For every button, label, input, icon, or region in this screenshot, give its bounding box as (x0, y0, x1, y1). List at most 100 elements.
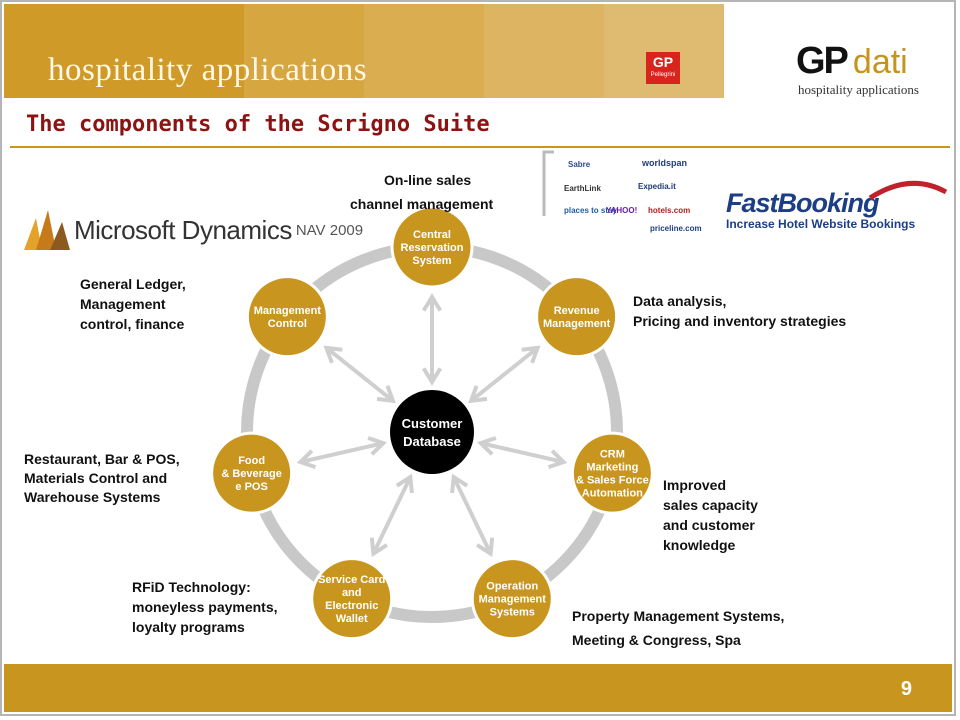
component-label: CRM (600, 449, 625, 461)
component-label: and (342, 587, 362, 599)
arrow-head-icon (369, 537, 388, 558)
component-label: Electronic (325, 600, 378, 612)
page-title: The components of the Scrigno Suite (26, 112, 490, 137)
arrow-head-icon (376, 385, 396, 404)
label-rfid-2: moneyless payments, (132, 599, 278, 615)
channel-bracket-icon (542, 150, 554, 216)
badge-bottom: Pellegrini (650, 72, 676, 78)
arrow-head-icon (547, 449, 568, 470)
label-improved-1: Improved (663, 477, 727, 493)
logo-subtitle: hospitality applications (798, 82, 919, 97)
fastbooking-tagline: Increase Hotel Website Bookings (726, 217, 916, 231)
arrow-head-icon (477, 436, 497, 456)
label-data-1: Data analysis, (633, 293, 727, 309)
component-label: & Beverage (221, 468, 282, 480)
channel-logo: Sabre (568, 160, 591, 169)
component-label: Wallet (336, 613, 368, 625)
component-label: Marketing (586, 462, 638, 474)
microsoft-dynamics-version: NAV 2009 (295, 221, 364, 239)
arrows-group (296, 293, 568, 558)
component-label: Systems (490, 607, 535, 619)
channel-logo: places to stay (564, 206, 617, 215)
arrow-shaft (469, 346, 539, 403)
arrow-shaft (299, 441, 384, 464)
title-divider (10, 146, 950, 148)
hub-label-1: Customer (402, 416, 463, 431)
component-label: Service Card (318, 574, 385, 586)
label-online-2: channel management (350, 196, 494, 212)
logo-gp: GP (796, 40, 849, 82)
swoosh-icon (868, 180, 948, 201)
arrow-shaft (451, 476, 493, 555)
hub-label-2: Database (403, 434, 461, 449)
badge-top: GP (652, 54, 674, 70)
label-rfid-3: loyalty programs (132, 619, 245, 635)
arrow-head-icon (323, 345, 343, 364)
channel-logo: worldspan (642, 158, 688, 168)
component-label: Central (413, 229, 451, 241)
component-circle (570, 431, 654, 515)
nodes-group: CentralReservationSystemRevenueManagemen… (210, 205, 654, 641)
arrow-shaft (480, 441, 565, 464)
microsoft-dynamics-logo: Microsoft Dynamics NAV 2009 (22, 208, 363, 252)
component-label: Management (254, 305, 322, 317)
channel-logo: priceline.com (650, 224, 702, 233)
arrow-head-icon (476, 537, 495, 558)
component-circle (535, 275, 619, 359)
arrow-head-icon (367, 436, 387, 456)
label-improved-4: knowledge (663, 537, 736, 553)
channel-logos: Sabre worldspan EarthLink Expedia.it pla… (542, 148, 722, 240)
label-gl-3: control, finance (80, 316, 185, 332)
page-number: 9 (900, 678, 912, 700)
channel-logo: YAHOO! (606, 206, 638, 215)
pellegrini-badge: GP Pellegrini (646, 52, 680, 84)
label-improved-3: and customer (663, 517, 755, 533)
arrow-shaft (325, 346, 395, 403)
arrow-head-icon (421, 293, 443, 312)
arrow-head-icon (296, 449, 317, 470)
footer-band: 9 (4, 664, 952, 712)
component-label: System (412, 255, 451, 267)
component-label: Reservation (401, 242, 464, 254)
component-label: Management (543, 318, 611, 330)
arrow-head-icon (421, 367, 443, 386)
arrow-shaft (371, 476, 413, 555)
hub-node: Customer Database (390, 390, 474, 474)
label-pms-2: Meeting & Congress, Spa (572, 632, 741, 648)
label-gl-1: General Ledger, (80, 276, 186, 292)
microsoft-dynamics-name: Microsoft Dynamics (74, 214, 292, 245)
logo-dati: dati (852, 43, 908, 81)
channel-logo: Expedia.it (638, 182, 676, 191)
component-label: Revenue (554, 305, 600, 317)
arrow-head-icon (450, 473, 469, 494)
fastbooking-name: FastBooking (726, 188, 880, 218)
label-online-1: On-line sales (384, 172, 472, 188)
fastbooking-logo: FastBooking Increase Hotel Website Booki… (726, 180, 948, 231)
dynamics-mark-icon (22, 208, 74, 252)
component-label: & Sales Force (576, 475, 649, 487)
component-circle (310, 557, 394, 641)
component-label: e POS (235, 481, 267, 493)
label-improved-2: sales capacity (663, 497, 758, 513)
component-label: Operation (486, 581, 538, 593)
channel-logo: hotels.com (648, 206, 691, 215)
component-label: Food (238, 455, 265, 467)
label-rest-2: Materials Control and (24, 470, 168, 486)
label-gl-2: Management (80, 296, 166, 312)
component-label: Management (479, 594, 547, 606)
label-rest-3: Warehouse Systems (24, 489, 161, 505)
header-title: hospitality applications (48, 52, 368, 88)
component-label: Control (268, 318, 307, 330)
arrow-head-icon (395, 473, 414, 494)
component-label: Automation (582, 488, 643, 500)
component-circle (470, 557, 554, 641)
